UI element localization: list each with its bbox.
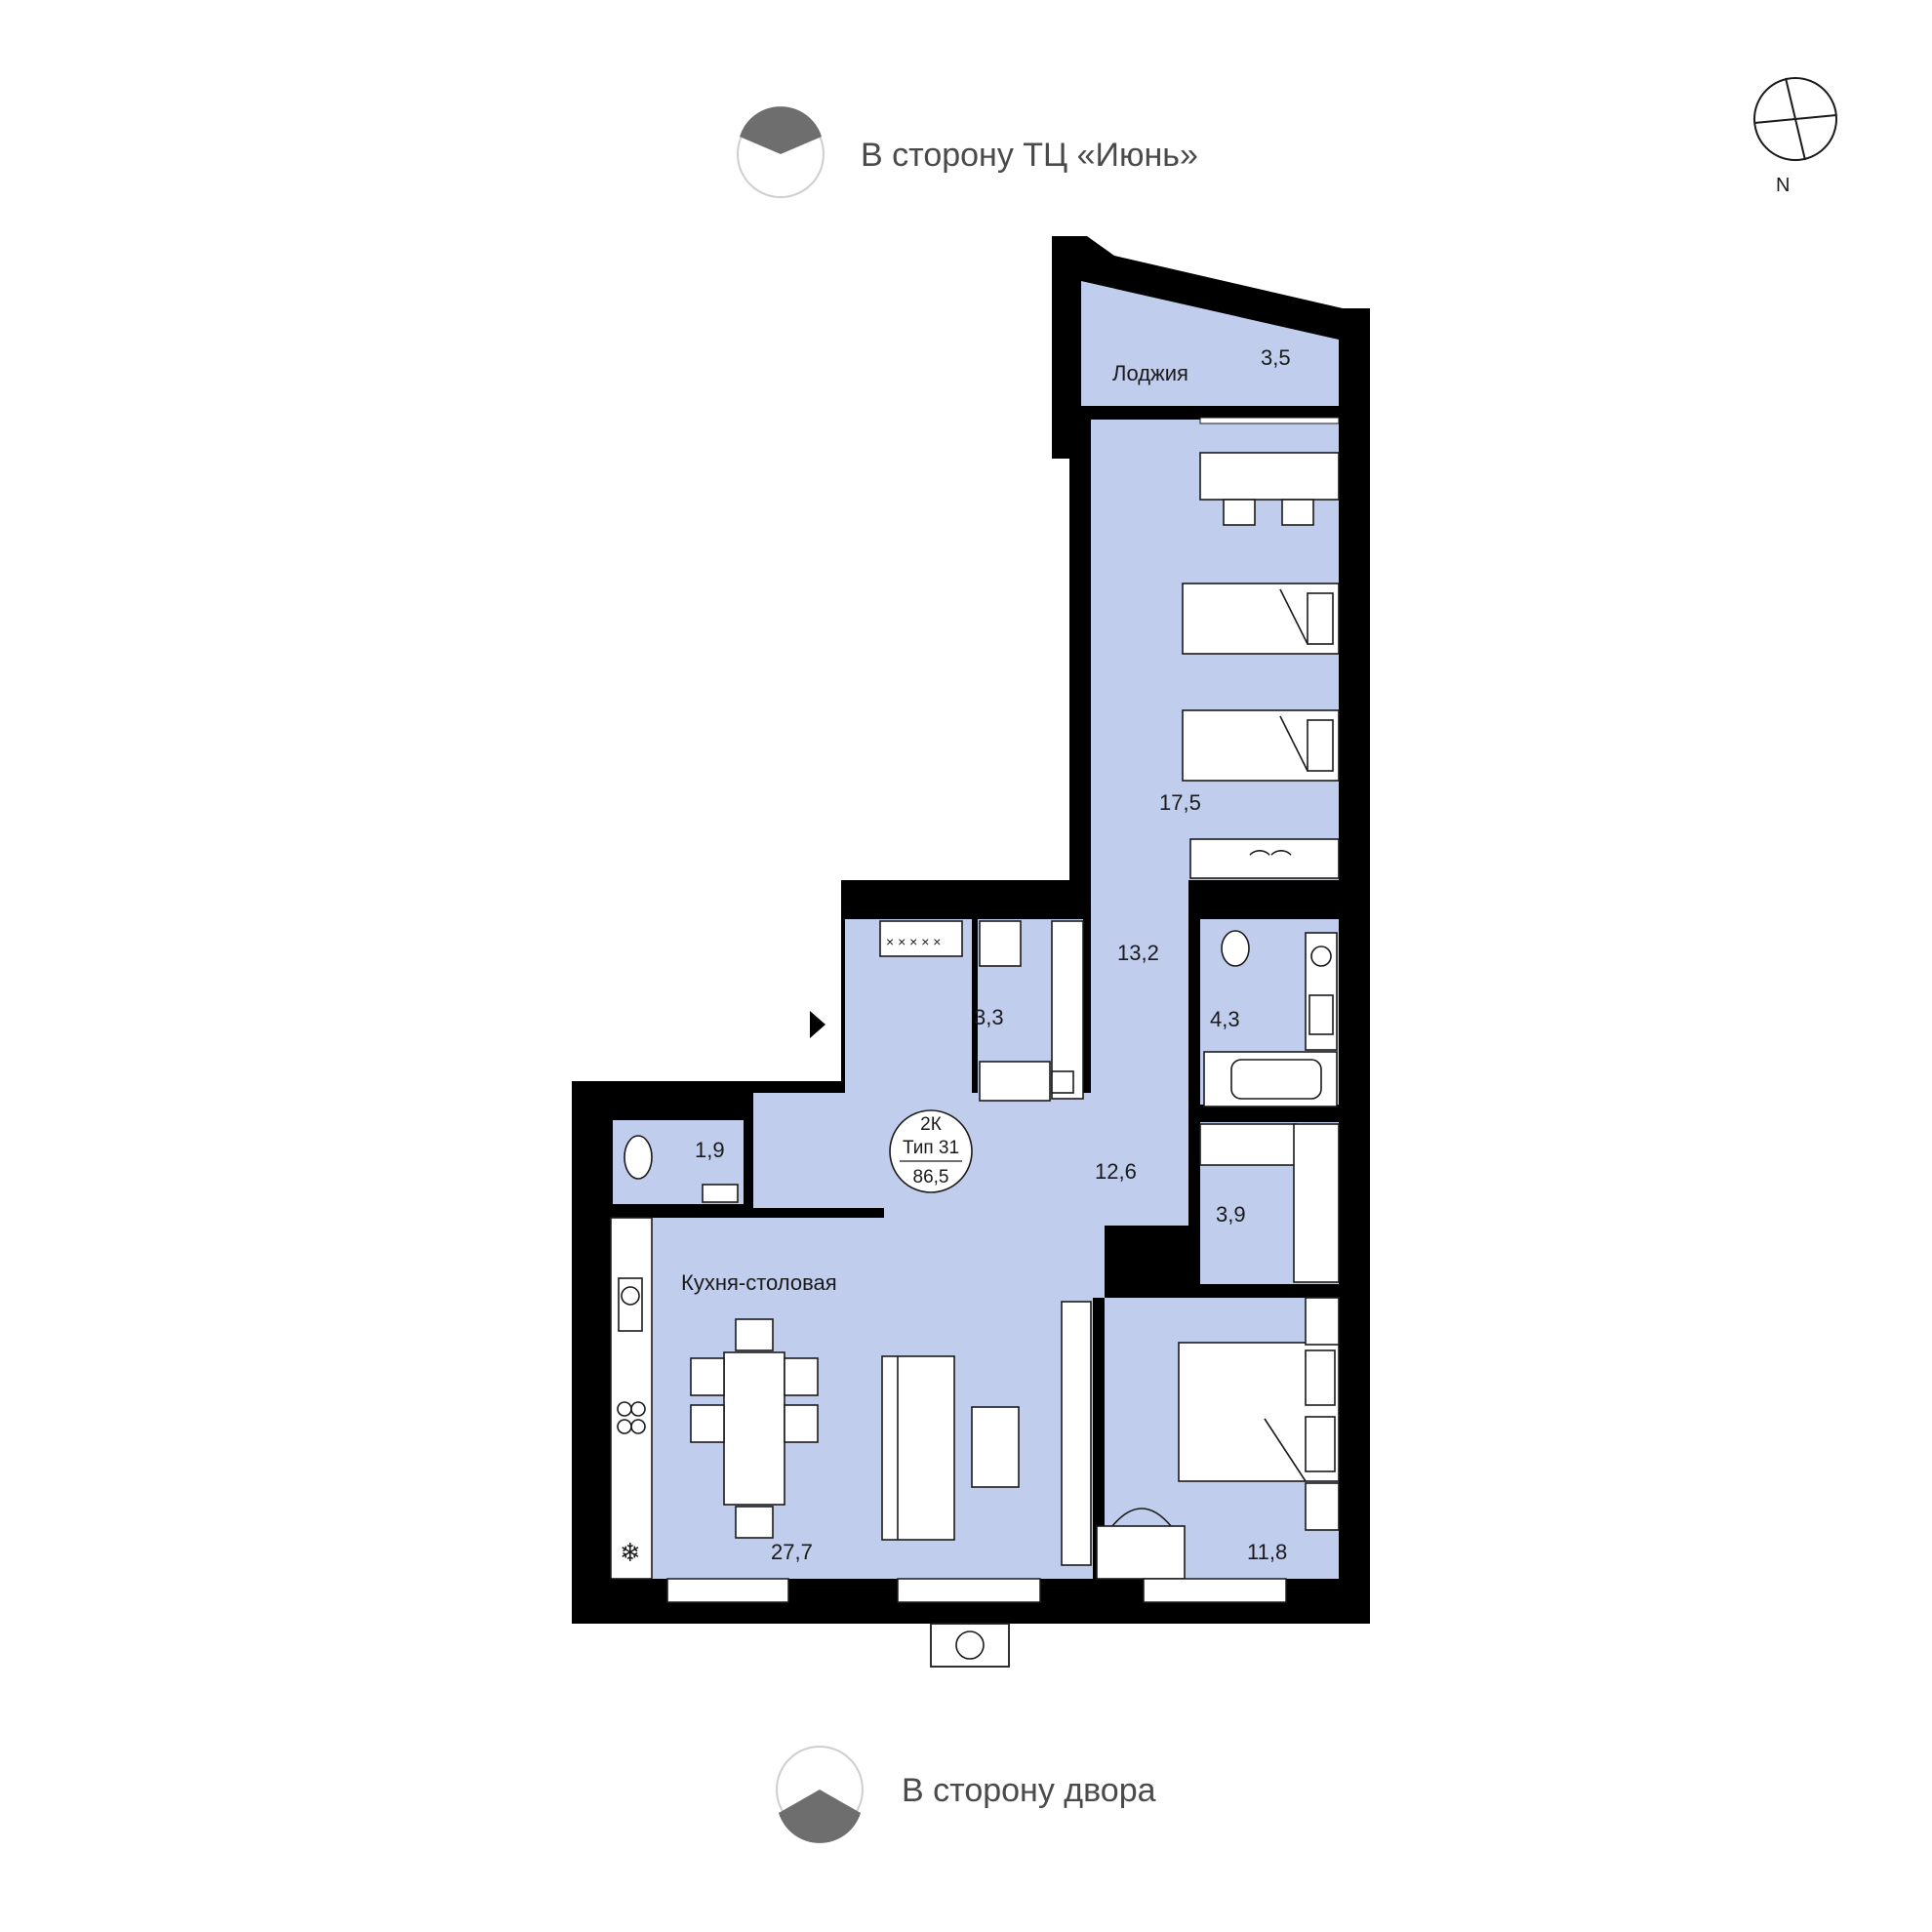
washing-machine: [1305, 932, 1338, 1051]
wc-toilet-icon: [624, 1135, 653, 1180]
kitchen-dining: [611, 1218, 1093, 1579]
doormat-pattern-icon: × × × × ×: [886, 934, 941, 949]
orientation-bottom-sector-icon: [779, 1790, 861, 1843]
kitchen-area: 27,7: [771, 1540, 813, 1564]
snowflake-icon: ❄: [620, 1538, 641, 1567]
bedroom-bottom-area: 11,8: [1247, 1540, 1287, 1564]
badge-total-area: 86,5: [913, 1167, 949, 1187]
kitchen-name: Кухня-столовая: [681, 1270, 837, 1295]
hall-top-area: 13,2: [1117, 941, 1159, 965]
orientation-bottom: В сторону двора: [776, 1746, 1156, 1843]
fan-icon: [955, 1630, 985, 1660]
badge-type: 2К: [920, 1114, 942, 1135]
closet-area: 3,9: [1216, 1202, 1246, 1227]
wardrobe-rail: [1051, 920, 1084, 1100]
north-label: N: [1776, 175, 1790, 196]
orientation-top: В сторону ТЦ «Июнь»: [737, 106, 1198, 198]
sink-icon: [1308, 994, 1334, 1035]
apartment-badge: 2К Тип 31 86,5: [889, 1109, 973, 1193]
hall-top: [1091, 880, 1188, 1122]
loggia: [1081, 281, 1339, 406]
loggia-name: Лоджия: [1112, 361, 1188, 385]
bedroom-top-area: 17,5: [1159, 790, 1201, 815]
orientation-top-label: В сторону ТЦ «Июнь»: [861, 137, 1198, 174]
coffee-table: [971, 1406, 1020, 1488]
bedroom-wardrobe: [1189, 838, 1340, 879]
hanger-icon: ⌒⌒: [1249, 849, 1292, 873]
wc-sink-icon: [702, 1184, 739, 1203]
window-kitchen-2: [897, 1578, 1041, 1603]
kitchen-counter: [610, 1217, 653, 1580]
wc-area: 1,9: [695, 1138, 725, 1162]
desk: [1199, 452, 1340, 501]
washing-machine-icon: [1310, 946, 1332, 967]
north-compass: N: [1753, 77, 1837, 196]
built-ins: ❄ ⌒⌒ × × × × ×: [610, 452, 1340, 1580]
orientation-bottom-label: В сторону двора: [902, 1772, 1156, 1809]
window-bedroom: [1143, 1578, 1287, 1603]
tv-stand: [1061, 1301, 1092, 1566]
orientation-top-sector-icon: [740, 106, 822, 154]
armchair: [1096, 1525, 1186, 1580]
wardrobe-area: 3,3: [974, 1005, 1004, 1029]
dining-table: [723, 1351, 785, 1506]
loggia-area: 3,5: [1261, 345, 1291, 370]
ac-unit: [930, 1623, 1010, 1668]
hall-main-area: 12,6: [1095, 1159, 1137, 1184]
sofa: [881, 1355, 955, 1541]
windows: [666, 417, 1340, 1668]
entrance-arrow-icon: [810, 1011, 825, 1038]
badge-subtype: Тип 31: [903, 1138, 959, 1158]
bathroom-area: 4,3: [1210, 1007, 1240, 1031]
window-kitchen-1: [666, 1578, 789, 1603]
badge-circle: [889, 1109, 973, 1193]
labels: Лоджия 3,5 17,5 13,2 3,3 4,3 1,9 12,6 3,…: [681, 345, 1291, 1564]
toilet-icon: [1221, 930, 1250, 967]
doormat: [879, 920, 963, 957]
